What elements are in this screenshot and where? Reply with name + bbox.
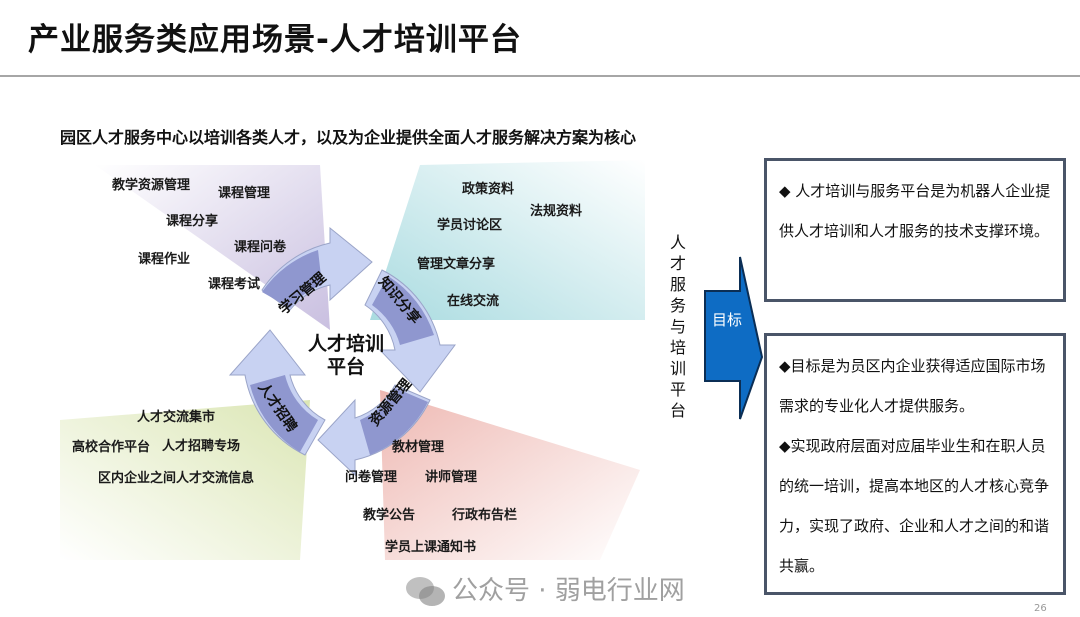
item: 问卷管理 (345, 470, 398, 485)
watermark: 公众号 · 弱电行业网 (452, 576, 685, 606)
item: 高校合作平台 (72, 440, 151, 455)
item: 讲师管理 (425, 470, 478, 485)
goals-box: ◆目标是为员区内企业获得适应国际市场需求的专业化人才提供服务。 ◆实现政府层面对… (764, 333, 1066, 595)
item: 行政布告栏 (452, 508, 518, 523)
item: 在线交流 (447, 294, 500, 309)
page-number: 26 (1034, 603, 1047, 614)
item: 人才招聘专场 (162, 439, 241, 454)
diagram-subtitle: 园区人才服务中心以培训各类人才，以及为企业提供全面人才服务解决方案为核心 (60, 128, 637, 147)
slide-title: 产业服务类应用场景-人才培训平台 (28, 22, 522, 58)
item: 课程分享 (166, 214, 219, 229)
platform-description-box: ◆ 人才培训与服务平台是为机器人企业提供人才培训和人才服务的技术支撑环境。 (764, 158, 1066, 302)
goal-label: 目标 (712, 311, 743, 329)
wechat-icon (406, 577, 445, 606)
item: 区内企业之间人才交流信息 (98, 471, 255, 486)
item: 学员上课通知书 (385, 540, 477, 555)
item: 教学公告 (363, 508, 416, 523)
item: 法规资料 (530, 204, 583, 219)
wedge-recruit (60, 400, 310, 560)
item: 人才交流集市 (137, 410, 216, 425)
item: 课程考试 (208, 277, 261, 292)
item: 学员讨论区 (437, 218, 503, 233)
item: 教材管理 (392, 440, 445, 455)
side-vertical-label: 人才服务与培训平台 (669, 233, 686, 420)
item: 课程作业 (138, 252, 191, 267)
item: 管理文章分享 (417, 257, 496, 272)
goal-arrow-shape (704, 256, 764, 420)
wedge-knowledge (370, 160, 645, 320)
diagram-center-label: 人才培训平台 (307, 333, 384, 378)
item: 政策资料 (462, 182, 515, 197)
diagram-graphic (60, 160, 645, 560)
item: 课程管理 (218, 186, 271, 201)
title-divider (0, 75, 1080, 77)
item: 教学资源管理 (112, 178, 191, 193)
wedge-resource (380, 390, 640, 560)
item: 课程问卷 (234, 240, 287, 255)
